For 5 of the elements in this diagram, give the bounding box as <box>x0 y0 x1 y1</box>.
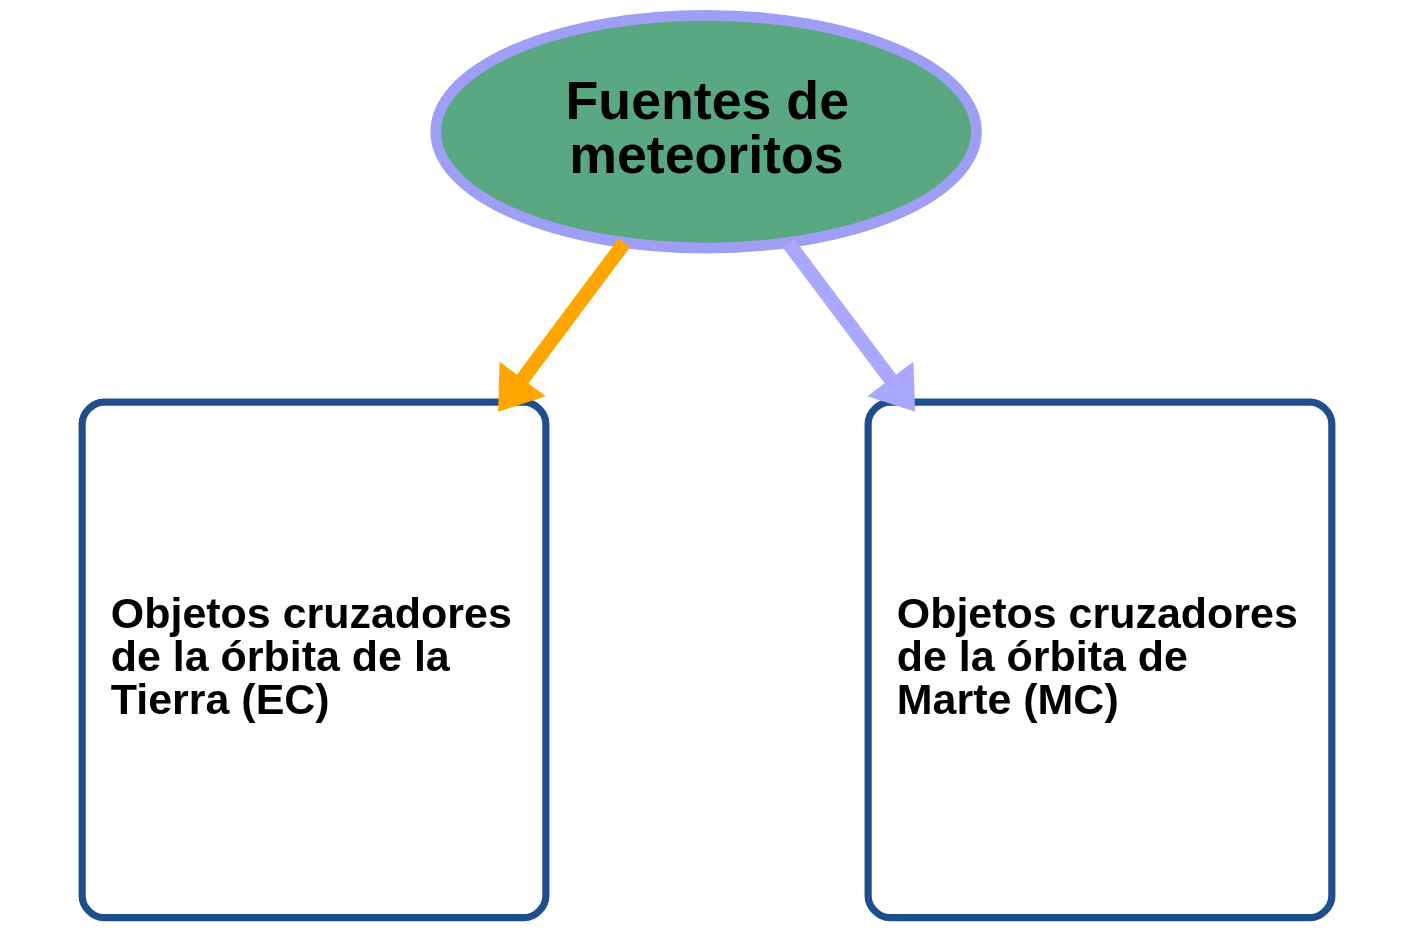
node-ellipse: Fuentes de meteoritos <box>429 9 982 254</box>
arrow <box>781 238 915 412</box>
arrow <box>497 238 630 412</box>
node-box: Objetos cruzadores de la órbita de Marte (MC) <box>864 398 1335 922</box>
node-box: Objetos cruzadores de la órbita de la Tierra (EC) <box>78 398 549 922</box>
